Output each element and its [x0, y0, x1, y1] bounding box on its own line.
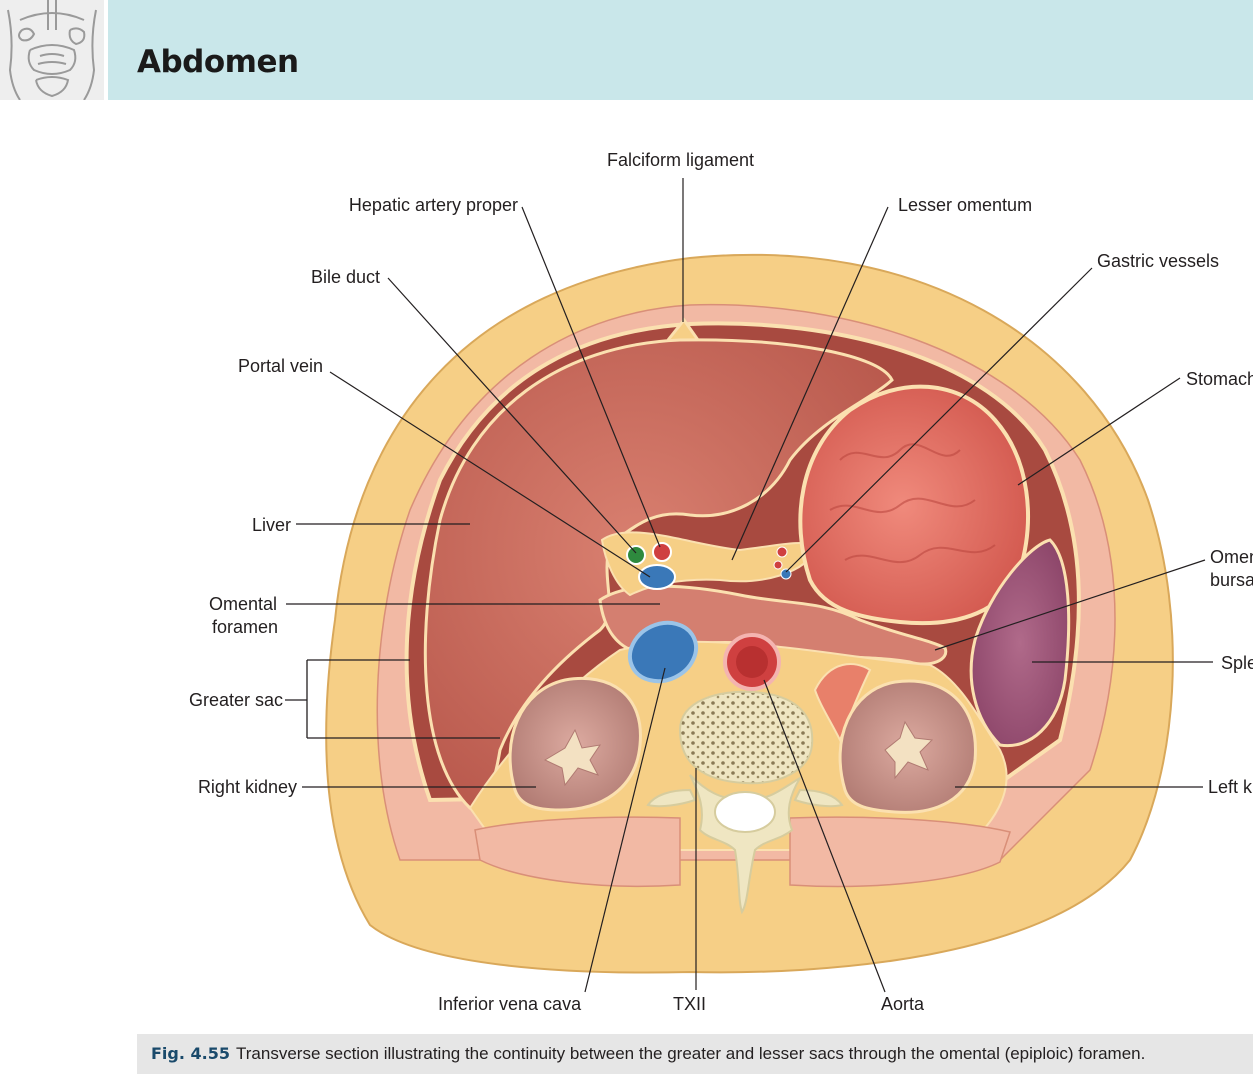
leader-omental-bursa: [934, 559, 1206, 651]
figure-number: Fig. 4.55: [151, 1044, 230, 1063]
page-title: Abdomen: [137, 44, 299, 80]
label-hepatic-artery-proper: Hepatic artery proper: [348, 195, 518, 215]
transverse-process-left: [793, 788, 844, 808]
caption-bar: [137, 1034, 1253, 1074]
label-spleen: Spleen: [1221, 653, 1253, 673]
leader-ivc: [584, 667, 666, 993]
gastric-vein: [780, 568, 792, 580]
right-kidney-hilum: [543, 728, 602, 787]
label-stomach: Stomach: [1186, 369, 1253, 389]
anatomy-thumbnail-icon: [0, 0, 104, 100]
label-gastric-vessels: Gastric vessels: [1097, 251, 1220, 271]
back-muscles-left: [789, 816, 1011, 888]
leader-hepatic-artery: [521, 206, 661, 548]
leader-lesser-omentum: [731, 206, 889, 561]
label-aorta: Aorta: [881, 994, 925, 1014]
label-bile-duct: Bile duct: [310, 267, 380, 287]
bile-duct-shape: [626, 545, 646, 565]
stomach-shape: [798, 384, 1030, 626]
gastric-artery: [776, 546, 788, 558]
gastric-artery-2: [773, 560, 783, 570]
label-omental-bursa-2: bursa: [1210, 570, 1253, 590]
spinal-canal: [714, 791, 776, 833]
header-band: [108, 0, 1253, 100]
leader-aorta: [763, 679, 886, 993]
vertebral-body: [678, 690, 814, 785]
header-thumbnail: [0, 0, 104, 100]
leader-portal-vein: [329, 371, 651, 578]
label-omental-foramen-2: foramen: [212, 617, 279, 637]
spleen-shape: [969, 538, 1071, 748]
label-left-kidney: Left kidney: [1208, 777, 1253, 797]
label-liver: Liver: [251, 515, 291, 535]
left-adrenal-gland: [813, 663, 872, 743]
label-omental-foramen-1: Omental: [209, 594, 278, 614]
liver-shape: [423, 338, 894, 810]
leader-lines: [286, 178, 1213, 993]
aorta-lumen: [736, 646, 768, 678]
leader-stomach: [1017, 377, 1181, 486]
label-greater-sac: Greater sac: [188, 690, 283, 710]
label-inferior-vena-cava: Inferior vena cava: [438, 994, 582, 1014]
back-muscles: [474, 816, 681, 887]
label-portal-vein: Portal vein: [237, 356, 323, 376]
figure-caption: Fig. 4.55 Transverse section illustrating…: [151, 1044, 1145, 1064]
leader-bile-duct: [387, 277, 637, 554]
portal-vein-shape: [638, 564, 676, 590]
caption-text: Transverse section illustrating the cont…: [236, 1044, 1146, 1063]
label-right-kidney: Right kidney: [197, 777, 297, 797]
label-omental-bursa-1: Omental: [1210, 547, 1253, 567]
left-kidney-hilum: [884, 720, 934, 780]
transverse-process-right: [646, 788, 697, 808]
leader-gastric-vessels: [785, 267, 1093, 573]
label-txii: TXII: [673, 994, 707, 1014]
label-lesser-omentum: Lesser omentum: [898, 195, 1033, 215]
label-falciform-ligament: Falciform ligament: [607, 150, 755, 170]
falciform-ligament-shape: [666, 317, 700, 341]
greater-sac-bracket: [285, 659, 500, 739]
inferior-vena-cava-shape: [627, 620, 699, 684]
hepatic-artery-shape: [652, 542, 672, 562]
